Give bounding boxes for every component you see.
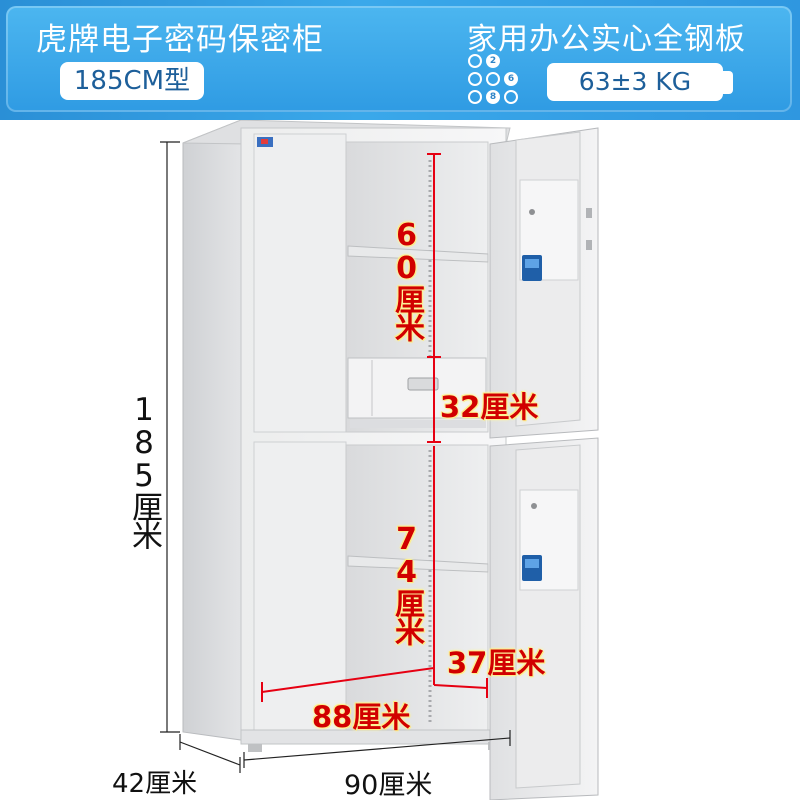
weight-badge-tab <box>723 71 733 94</box>
weight-badge: 63±3 KG <box>547 63 723 101</box>
lower-height-label: 74厘米 <box>389 522 424 644</box>
keypad-key-2: 2 <box>486 54 500 68</box>
inner-depth-label: 37厘米 <box>447 646 546 680</box>
upper-shelf <box>347 245 489 263</box>
upper-height-label: 60厘米 <box>389 218 424 340</box>
keypad-icon: 2 6 8 <box>466 52 526 108</box>
lower-shelf <box>347 555 489 573</box>
keypad-key-6: 6 <box>504 72 518 86</box>
brand-logo-icon <box>257 137 273 147</box>
width-label: 90厘米 <box>344 770 433 801</box>
left-upper-door <box>253 133 347 433</box>
product-title: 虎牌电子密码保密柜 <box>36 22 324 58</box>
depth-label: 42厘米 <box>112 769 198 799</box>
width-dimension-line <box>243 730 511 768</box>
keyhole-icon <box>529 209 535 215</box>
cabinet-side <box>182 119 242 741</box>
drawer-handle <box>407 377 439 391</box>
drawer-height-label: 32厘米 <box>440 390 539 424</box>
keyhole-icon <box>531 503 537 509</box>
total-height-label: 185厘米 <box>126 392 162 547</box>
cabinet-illustration <box>160 119 599 801</box>
height-dimension-line <box>160 141 180 733</box>
inner-width-label: 88厘米 <box>312 700 411 734</box>
depth-dimension-line <box>179 734 241 773</box>
red-measure-lines <box>261 153 488 702</box>
model-badge: 185CM型 <box>60 62 204 100</box>
left-lower-door <box>253 441 347 738</box>
electronic-lock-icon <box>522 255 542 281</box>
header-banner: 虎牌电子密码保密柜 家用办公实心全钢板 185CM型 2 6 8 63±3 KG <box>0 0 800 120</box>
electronic-lock-icon <box>522 555 542 581</box>
product-scene: 185厘米 42厘米 90厘米 60厘米 32厘米 74厘米 37厘米 88厘米 <box>0 119 800 801</box>
material-text: 家用办公实心全钢板 <box>467 22 746 57</box>
keypad-key-8: 8 <box>486 90 500 104</box>
